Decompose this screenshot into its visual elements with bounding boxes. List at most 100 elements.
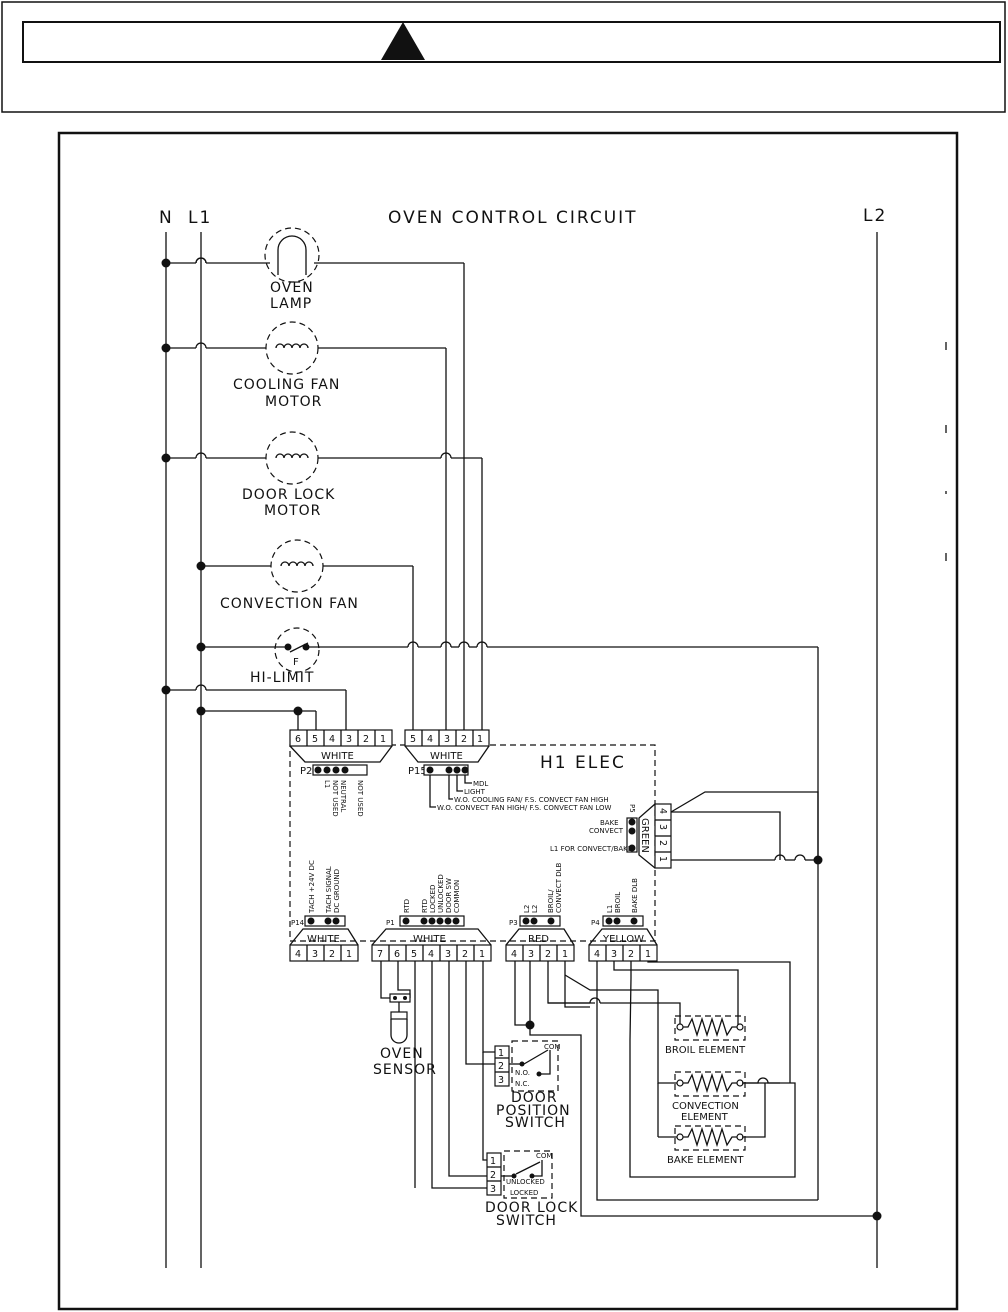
p14-id: P14 [291, 919, 305, 927]
svg-text:1: 1 [498, 1048, 504, 1059]
connector-p3: 4 3 2 1 RED P3 L2 L2 BROIL/ CONVECT DLB [505, 862, 575, 962]
svg-text:DC GROUND: DC GROUND [333, 869, 341, 913]
warning-header [1, 1, 1006, 113]
p15-color: WHITE [430, 751, 463, 762]
control-board-name: H1 ELEC [540, 753, 626, 773]
svg-text:BROIL/: BROIL/ [547, 889, 555, 913]
svg-text:2: 2 [545, 949, 551, 960]
warning-triangle-icon [381, 22, 425, 60]
oven-lamp-label-2: LAMP [270, 296, 312, 312]
door-position-label-1: DOOR [511, 1090, 558, 1106]
connector-p14: 4 3 2 1 WHITE P14 TACH +24V DC TACH SIGN… [289, 860, 359, 962]
svg-text:3: 3 [498, 1075, 504, 1086]
svg-text:CONVECT: CONVECT [589, 827, 624, 835]
broil-element: BROIL ELEMENT [665, 1015, 746, 1056]
svg-text:2: 2 [490, 1170, 496, 1181]
hi-limit-symbol: F [293, 657, 299, 668]
svg-text:1: 1 [380, 734, 386, 745]
p3-color: RED [528, 934, 549, 945]
svg-text:5: 5 [410, 734, 416, 745]
warning-banner [22, 21, 1001, 63]
cooling-fan-label-2: MOTOR [265, 394, 322, 410]
svg-text:NOT USED: NOT USED [356, 780, 364, 817]
svg-text:3: 3 [445, 949, 451, 960]
svg-text:L1 FOR CONVECT/BAKE: L1 FOR CONVECT/BAKE [550, 845, 632, 853]
svg-text:4: 4 [428, 949, 434, 960]
p5-id: P5 [628, 804, 636, 813]
svg-text:W.O. COOLING FAN/ F.S. CONVECT: W.O. COOLING FAN/ F.S. CONVECT FAN HIGH [454, 796, 609, 804]
p14-color: WHITE [307, 934, 340, 945]
p15-id: P15 [408, 766, 427, 777]
svg-text:W.O. CONVECT FAN HIGH/ F.S. CO: W.O. CONVECT FAN HIGH/ F.S. CONVECT FAN … [437, 804, 612, 812]
door-lock-switch: 1 2 3 COM UNLOCKED LOCKED DOOR LOCK SWIT… [485, 1150, 578, 1229]
connector-p2: 6 5 4 3 2 1 WHITE P2 L1 NOT USED NEUTRAL… [289, 729, 393, 817]
oven-lamp: OVEN LAMP [161, 227, 465, 730]
svg-text:1: 1 [657, 856, 668, 862]
svg-text:1: 1 [645, 949, 651, 960]
svg-text:1: 1 [479, 949, 485, 960]
svg-text:UNLOCKED: UNLOCKED [506, 1178, 545, 1186]
svg-text:BAKE: BAKE [600, 819, 619, 827]
convection-element: CONVECTION ELEMENT [672, 1071, 746, 1123]
svg-text:COM: COM [544, 1043, 560, 1051]
oven-lamp-label-1: OVEN [270, 280, 314, 296]
diagram-border [57, 131, 959, 1311]
bake-element: BAKE ELEMENT [667, 1125, 746, 1166]
svg-text:MDL: MDL [473, 780, 488, 788]
svg-text:NOT USED: NOT USED [331, 780, 339, 817]
svg-text:3: 3 [346, 734, 352, 745]
cooling-fan-motor: COOLING FAN MOTOR [161, 321, 447, 730]
door-lock-motor-label-2: MOTOR [264, 503, 321, 519]
svg-text:RTD: RTD [421, 899, 429, 913]
svg-text:L2: L2 [531, 905, 539, 913]
svg-text:N.C.: N.C. [515, 1080, 530, 1088]
svg-text:CONVECT DLB: CONVECT DLB [555, 862, 563, 913]
p1-id: P1 [386, 919, 395, 927]
oven-sensor-label-2: SENSOR [373, 1062, 437, 1078]
p2-id: P2 [300, 766, 312, 777]
svg-text:6: 6 [394, 949, 400, 960]
svg-text:COM: COM [536, 1152, 552, 1160]
svg-text:3: 3 [611, 949, 617, 960]
svg-text:4: 4 [329, 734, 335, 745]
svg-text:TACH +24V DC: TACH +24V DC [308, 860, 316, 914]
warning-outer-box [1, 1, 1006, 113]
door-lock-switch-label-1: DOOR LOCK [485, 1200, 578, 1216]
svg-text:RTD: RTD [403, 899, 411, 913]
door-lock-motor: DOOR LOCK MOTOR [161, 431, 483, 730]
svg-text:4: 4 [427, 734, 433, 745]
svg-text:4: 4 [657, 808, 668, 814]
p2-color: WHITE [321, 751, 354, 762]
door-position-label-3: SWITCH [505, 1115, 566, 1131]
cooling-fan-label-1: COOLING FAN [233, 377, 340, 393]
connector-p1: 7 6 5 4 3 2 1 WHITE P1 RTD RTD LOCKED UN… [371, 874, 492, 962]
hi-limit: F HI-LIMIT [196, 627, 819, 1200]
hi-limit-label: HI-LIMIT [250, 670, 314, 686]
svg-text:L1: L1 [323, 780, 331, 788]
svg-text:6: 6 [295, 734, 301, 745]
svg-text:3: 3 [312, 949, 318, 960]
svg-text:BAKE DLB: BAKE DLB [631, 878, 639, 913]
svg-text:COMMON: COMMON [453, 880, 461, 913]
svg-text:7: 7 [377, 949, 383, 960]
convection-element-label-2: ELEMENT [681, 1112, 729, 1123]
svg-text:1: 1 [346, 949, 352, 960]
svg-text:2: 2 [628, 949, 634, 960]
oven-sensor-label-1: OVEN [380, 1046, 424, 1062]
svg-text:NEUTRAL: NEUTRAL [339, 780, 347, 812]
p3-id: P3 [509, 919, 518, 927]
svg-text:2: 2 [657, 840, 668, 846]
svg-text:LOCKED: LOCKED [429, 885, 437, 913]
svg-text:3: 3 [490, 1184, 496, 1195]
convection-fan-label: CONVECTION FAN [220, 596, 359, 612]
rail-label-l1: L1 [188, 208, 212, 228]
diagram-title: OVEN CONTROL CIRCUIT [388, 208, 638, 228]
svg-text:2: 2 [462, 949, 468, 960]
p1-color: WHITE [413, 934, 446, 945]
convection-element-label-1: CONVECTION [672, 1101, 739, 1112]
svg-text:UNLOCKED: UNLOCKED [437, 874, 445, 913]
svg-text:3: 3 [444, 734, 450, 745]
svg-text:2: 2 [498, 1061, 504, 1072]
svg-text:L1: L1 [606, 905, 614, 913]
svg-text:1: 1 [490, 1156, 496, 1167]
